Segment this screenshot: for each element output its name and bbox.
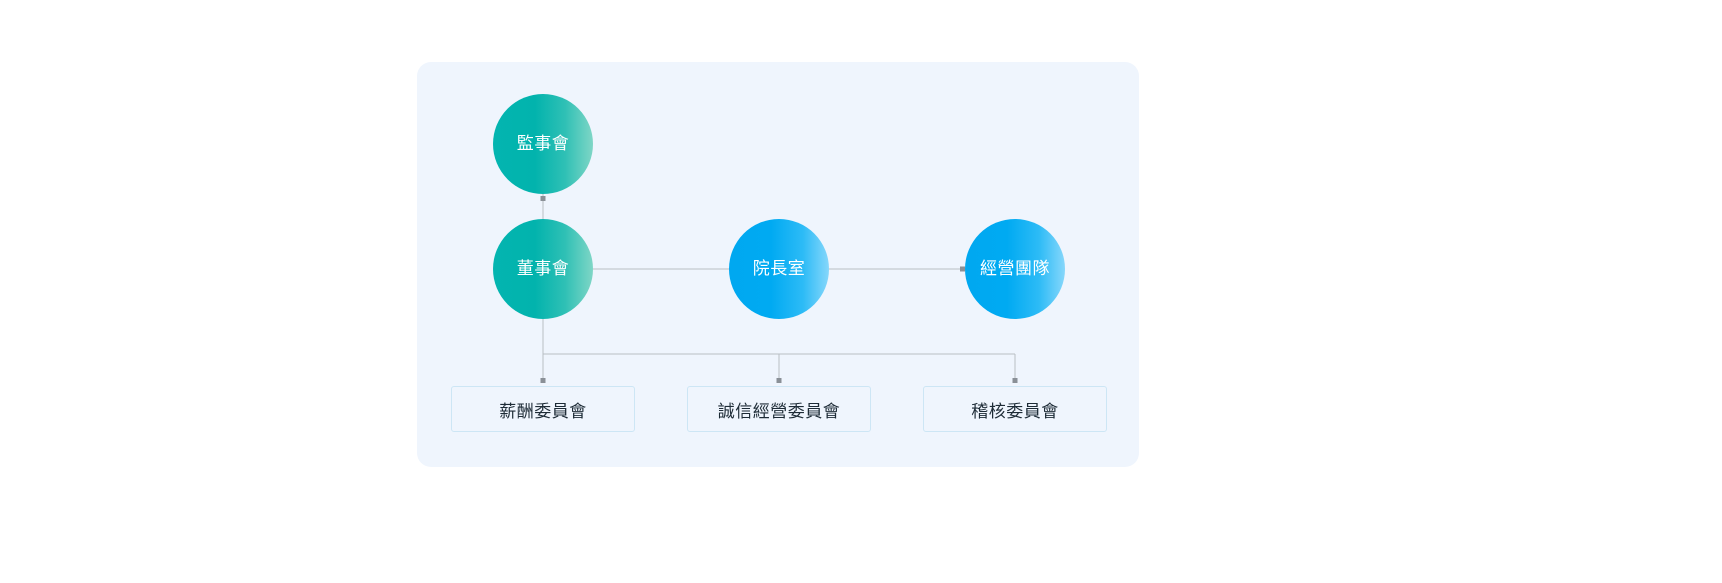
node-presidents-office[interactable]: 院長室 xyxy=(729,219,829,319)
edge-marker-audit xyxy=(1012,378,1018,383)
node-presidents-office-label: 院長室 xyxy=(752,258,806,278)
edge-marker-compensation xyxy=(540,378,546,383)
edge-marker-integrity xyxy=(776,378,782,383)
node-compensation-committee[interactable]: 薪酬委員會 xyxy=(451,386,635,432)
node-audit-committee-label: 稽核委員會 xyxy=(971,401,1059,421)
node-supervisors-label: 監事會 xyxy=(516,133,570,153)
node-board-of-directors-label: 董事會 xyxy=(516,258,570,278)
edge-marker-supervisors-to-board xyxy=(540,196,546,201)
node-management-team-label: 經營團隊 xyxy=(980,258,1050,278)
node-board-of-directors[interactable]: 董事會 xyxy=(493,219,593,319)
node-management-team[interactable]: 經營團隊 xyxy=(965,219,1065,319)
node-integrity-management-committee-label: 誠信經營委員會 xyxy=(717,401,841,421)
org-chart-panel: 監事會 董事會 院長室 經營團隊 薪酬委員會 誠信經營委員會 稽核委員會 xyxy=(417,62,1139,467)
org-chart-diagram: 監事會 董事會 院長室 經營團隊 薪酬委員會 誠信經營委員會 稽核委員會 xyxy=(417,62,1139,467)
node-compensation-committee-label: 薪酬委員會 xyxy=(499,401,587,421)
node-integrity-management-committee[interactable]: 誠信經營委員會 xyxy=(687,386,871,432)
node-supervisors[interactable]: 監事會 xyxy=(493,94,593,194)
node-audit-committee[interactable]: 稽核委員會 xyxy=(923,386,1107,432)
